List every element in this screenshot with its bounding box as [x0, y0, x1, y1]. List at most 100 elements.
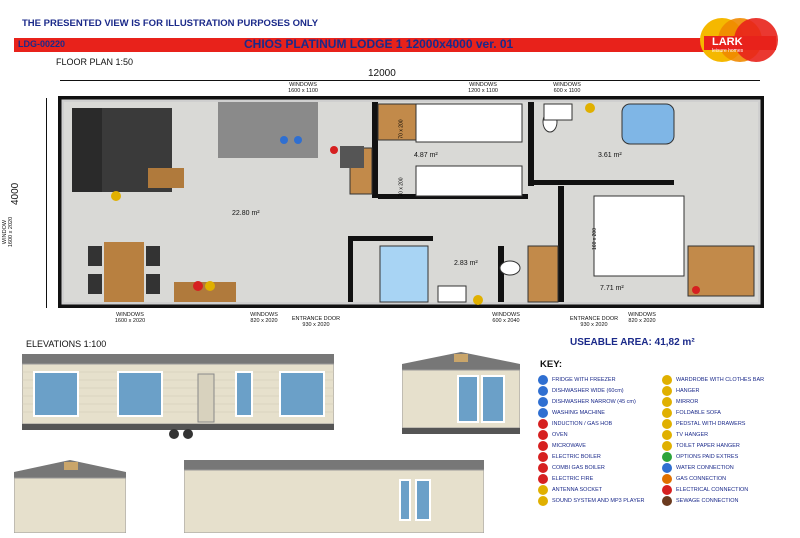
key-item: WATER CONNECTION — [662, 462, 764, 473]
room-area-twin: 4.87 m² — [414, 152, 438, 159]
key-item-label: WARDROBE WITH CLOTHES BAR — [676, 376, 765, 383]
key-item-label: ELECTRIC BOILER — [552, 453, 601, 460]
key-item: MIRROR — [662, 396, 764, 407]
key-symbol-icon — [662, 440, 672, 451]
key-symbol-icon — [538, 396, 548, 407]
key-item: ANTENNA SOCKET — [538, 484, 645, 495]
key-title: KEY: — [540, 359, 562, 370]
room-area-main-bedroom: 7.71 m² — [600, 285, 624, 292]
key-item-label: FOLDABLE SOFA — [676, 409, 721, 416]
key-item-label: INDUCTION / GAS HOB — [552, 420, 613, 427]
key-symbol-icon — [538, 440, 548, 451]
key-item-label: HANGER — [676, 387, 700, 394]
key-item: SOUND SYSTEM AND MP3 PLAYER — [538, 495, 645, 506]
key-symbol-icon — [538, 429, 548, 440]
key-symbol-icon — [538, 473, 548, 484]
document-code: LDG-00220 — [18, 39, 66, 49]
floor-plan-label: FLOOR PLAN 1:50 — [56, 57, 134, 67]
room-area-shower: 2.83 m² — [454, 260, 478, 267]
key-item: TV HANGER — [662, 429, 764, 440]
key-item: GAS CONNECTION — [662, 473, 764, 484]
elevation-side — [401, 350, 521, 440]
key-item: OVEN — [538, 429, 645, 440]
key-item: MICROWAVE — [538, 440, 645, 451]
key-item: DISHWASHER NARROW (45 cm) — [538, 396, 645, 407]
key-item: ELECTRIC BOILER — [538, 451, 645, 462]
elevation-front — [21, 352, 335, 440]
width-dimension-line — [60, 80, 760, 81]
elevations-label: ELEVATIONS 1:100 — [26, 339, 107, 349]
key-item: ELECTRICAL CONNECTION — [662, 484, 764, 495]
height-dimension-line — [46, 98, 47, 308]
key-item: DISHWASHER WIDE (60cm) — [538, 385, 645, 396]
key-item-label: PEDSTAL WITH DRAWERS — [676, 420, 746, 427]
logo-text: LARK — [712, 36, 743, 48]
key-item-label: ELECTRICAL CONNECTION — [676, 486, 749, 493]
room-area-living: 22.80 m² — [232, 210, 260, 217]
key-symbol-icon — [538, 385, 548, 396]
floor-plan — [54, 92, 768, 312]
key-symbol-icon — [662, 495, 672, 506]
key-item-label: FRIDGE WITH FREEZER — [552, 376, 616, 383]
key-item: ELECTRIC FIRE — [538, 473, 645, 484]
key-item-label: TV HANGER — [676, 431, 709, 438]
key-item-label: DISHWASHER WIDE (60cm) — [552, 387, 624, 394]
key-item: WASHING MACHINE — [538, 407, 645, 418]
key-symbol-icon — [662, 429, 672, 440]
brand-logo: LARK leisure homes — [698, 16, 782, 66]
key-symbol-icon — [662, 385, 672, 396]
key-item: WARDROBE WITH CLOTHES BAR — [662, 374, 764, 385]
bed-label-3: 160 x 200 — [591, 228, 598, 250]
key-item: COMBI GAS BOILER — [538, 462, 645, 473]
key-symbol-icon — [662, 407, 672, 418]
key-symbol-icon — [662, 484, 672, 495]
key-symbol-icon — [538, 451, 548, 462]
key-symbol-icon — [662, 473, 672, 484]
key-item-label: WATER CONNECTION — [676, 464, 734, 471]
key-item-label: SOUND SYSTEM AND MP3 PLAYER — [552, 497, 645, 504]
key-symbol-icon — [662, 462, 672, 473]
document-title: CHIOS PLATINUM LODGE 1 12000x4000 ver. 0… — [244, 37, 514, 51]
key-item: FOLDABLE SOFA — [662, 407, 764, 418]
key-symbol-icon — [662, 451, 672, 462]
key-item: HANGER — [662, 385, 764, 396]
key-item-label: SEWAGE CONNECTION — [676, 497, 739, 504]
elevation-back-side — [13, 458, 127, 534]
bed-label-1: 70 x 200 — [398, 119, 405, 139]
elevation-back — [183, 458, 485, 534]
key-list-right: WARDROBE WITH CLOTHES BAR HANGER MIRROR FOL… — [662, 374, 764, 506]
bed-label-2: 70 x 200 — [398, 177, 405, 197]
key-item: SEWAGE CONNECTION — [662, 495, 764, 506]
key-item-label: MICROWAVE — [552, 442, 586, 449]
key-item: OPTIONS PAID EXTRES — [662, 451, 764, 462]
key-item: INDUCTION / GAS HOB — [538, 418, 645, 429]
key-symbol-icon — [662, 374, 672, 385]
room-area-bathroom: 3.61 m² — [598, 152, 622, 159]
key-item-label: OVEN — [552, 431, 568, 438]
key-symbol-icon — [538, 407, 548, 418]
key-symbol-icon — [538, 462, 548, 473]
key-symbol-icon — [662, 396, 672, 407]
key-item-label: ELECTRIC FIRE — [552, 475, 594, 482]
key-item-label: OPTIONS PAID EXTRES — [676, 453, 739, 460]
useable-area: USEABLE AREA: 41,82 m² — [570, 337, 695, 348]
width-dimension: 12000 — [368, 68, 396, 79]
key-item: FRIDGE WITH FREEZER — [538, 374, 645, 385]
key-item-label: MIRROR — [676, 398, 699, 405]
key-list-left: FRIDGE WITH FREEZER DISHWASHER WIDE (60cm… — [538, 374, 645, 506]
key-item-label: GAS CONNECTION — [676, 475, 727, 482]
logo-subtext: leisure homes — [712, 48, 744, 54]
key-symbol-icon — [538, 495, 548, 506]
key-symbol-icon — [538, 484, 548, 495]
key-item-label: TOILET PAPER HANGER — [676, 442, 740, 449]
key-item-label: WASHING MACHINE — [552, 409, 605, 416]
title-bar — [14, 38, 732, 52]
